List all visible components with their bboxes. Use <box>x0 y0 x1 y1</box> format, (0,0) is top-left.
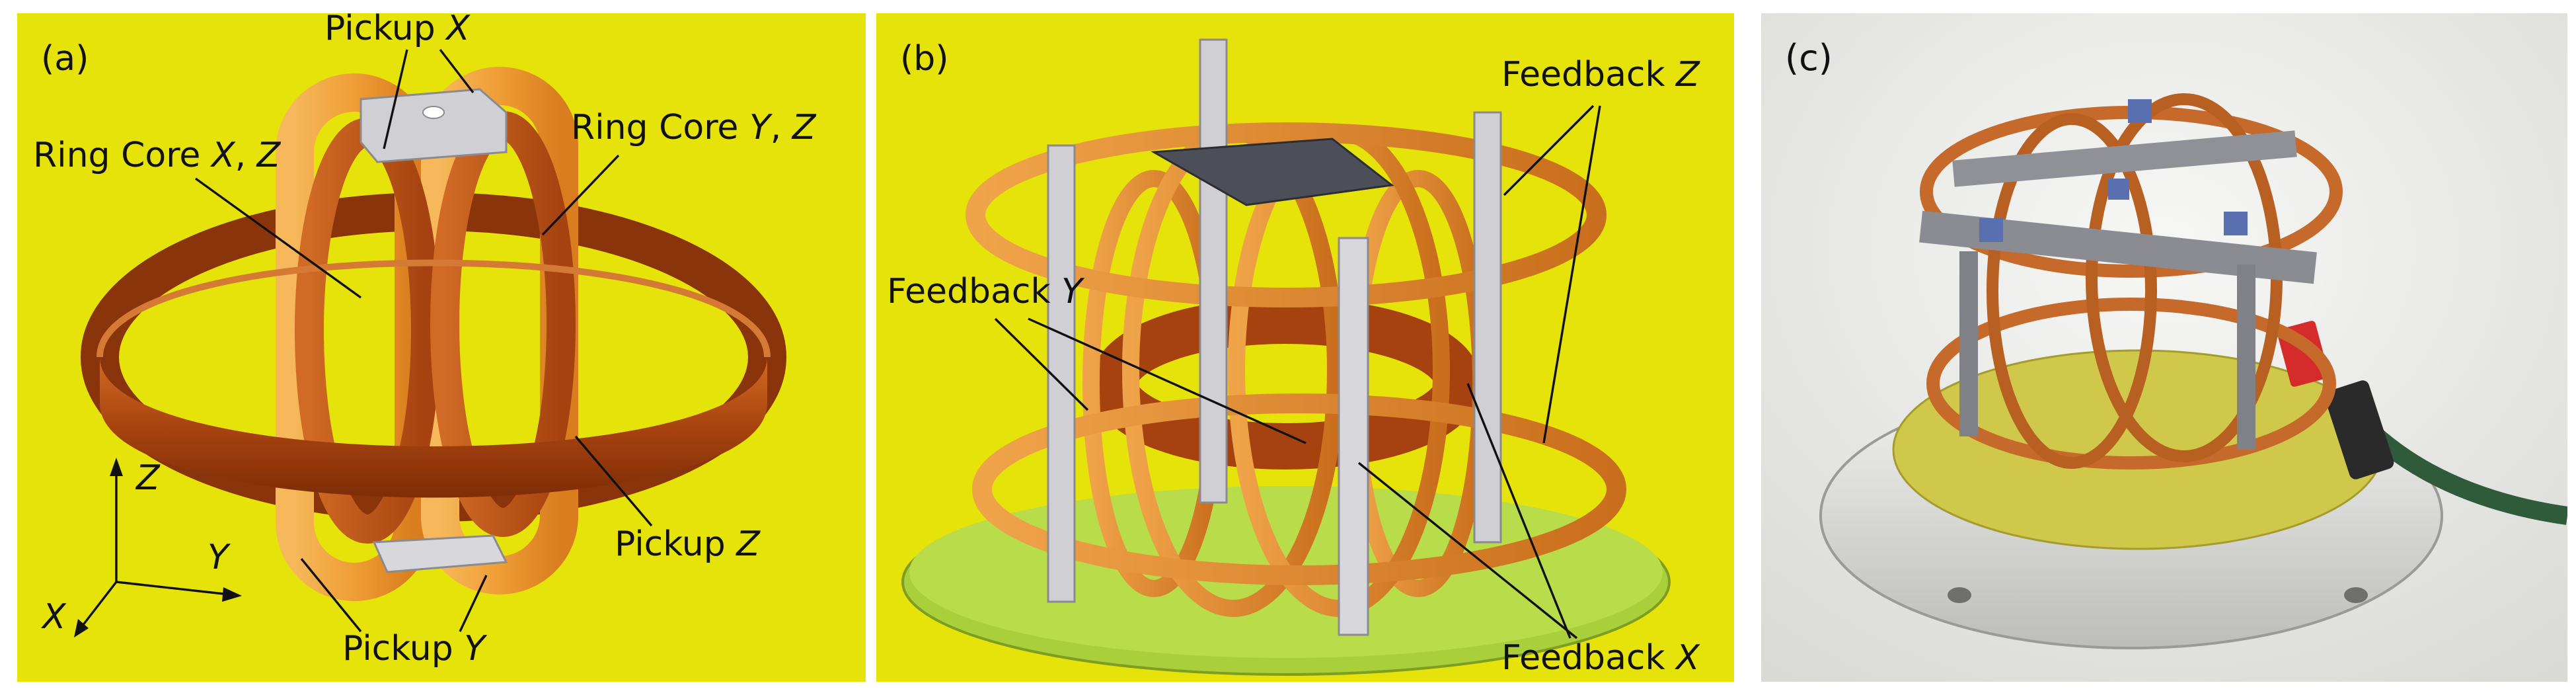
feedback-z-ring-bottom <box>972 393 1626 585</box>
feedback-z-arrow-1 <box>1503 104 1595 196</box>
feedback-z-arrow-2 <box>1542 105 1601 444</box>
screw-2 <box>1979 218 2003 242</box>
frame-post-1 <box>1959 251 1978 436</box>
panel-a-drawing: (a) Pickup X Ring Core X, Z Ring Core Y,… <box>17 13 866 682</box>
pickup-x-label: Pickup X <box>324 13 471 48</box>
pickup-y-label: Pickup Y <box>342 629 488 669</box>
feedback-x-arrow-2 <box>1357 462 1578 639</box>
panel-b-drawing: (b) Feedback Z Feedback Y Feedback X <box>876 13 1734 682</box>
frame-bar-front <box>1919 210 2317 284</box>
feedback-z-ring-top <box>966 122 1607 307</box>
frame-top-bar <box>1150 138 1394 206</box>
pickup-x-hole <box>422 106 445 119</box>
ring-core-xz-arrow <box>195 177 361 299</box>
frame-post-3 <box>1473 111 1502 544</box>
pickup-z-label: Pickup Z <box>615 524 761 564</box>
frame-bar-top <box>1952 130 2297 187</box>
pickup-y-arrow-1 <box>300 557 362 633</box>
inner-ring-core <box>1091 298 1481 470</box>
feedback-y-arrow-2 <box>1028 317 1307 444</box>
frame-post-2 <box>2237 265 2255 450</box>
panel-c-photo: (c) <box>1761 13 2567 682</box>
pickup-z-ring-top <box>96 259 771 358</box>
base-plate-hole-2 <box>1948 587 1971 603</box>
ring-core-yz-label: Ring Core Y, Z <box>571 108 817 147</box>
feedback-x-arrow-1 <box>1466 383 1572 639</box>
panel-b: (b) Feedback Z Feedback Y Feedback X <box>876 13 1734 682</box>
frame-post-2 <box>1199 38 1228 504</box>
coil-horizontal-bottom <box>1926 298 2336 470</box>
pickup-x-arrow-1 <box>383 49 408 149</box>
feedback-y-label: Feedback Y <box>887 272 1085 311</box>
feedback-y-arrow-1 <box>994 317 1089 411</box>
ring-core-xz-label: Ring Core X, Z <box>33 136 282 175</box>
axis-z-label: Z <box>135 458 161 498</box>
pickup-z-arrow <box>574 435 653 527</box>
panel-a: (a) Pickup X Ring Core X, Z Ring Core Y,… <box>17 13 866 682</box>
axis-x-label: X <box>40 597 67 637</box>
coil-vertical-1 <box>1987 113 2157 469</box>
screw-1 <box>2128 99 2152 123</box>
pickup-y-block <box>372 534 508 573</box>
pickup-x-block <box>360 88 508 163</box>
axis-y-label: Y <box>208 538 231 577</box>
base-plate-hole-3 <box>2344 587 2368 603</box>
panel-a-label: (a) <box>41 39 89 79</box>
screw-3 <box>2224 212 2248 235</box>
panel-c: (c) <box>1761 13 2567 682</box>
axes-triad <box>74 458 242 637</box>
screw-4 <box>2108 179 2129 200</box>
frame-post-4 <box>1338 237 1369 636</box>
pickup-y-arrow-2 <box>459 575 488 632</box>
pickup-z-ring-front <box>100 357 767 498</box>
feedback-x-label: Feedback X <box>1501 638 1700 678</box>
frame-post-1 <box>1047 144 1076 603</box>
ring-core-yz-arrow <box>541 154 620 236</box>
pickup-x-arrow-2 <box>439 48 474 94</box>
feedback-z-label: Feedback Z <box>1501 55 1700 95</box>
panel-b-label: (b) <box>900 39 949 79</box>
panel-c-label: (c) <box>1785 37 1833 79</box>
connector <box>2324 380 2394 479</box>
